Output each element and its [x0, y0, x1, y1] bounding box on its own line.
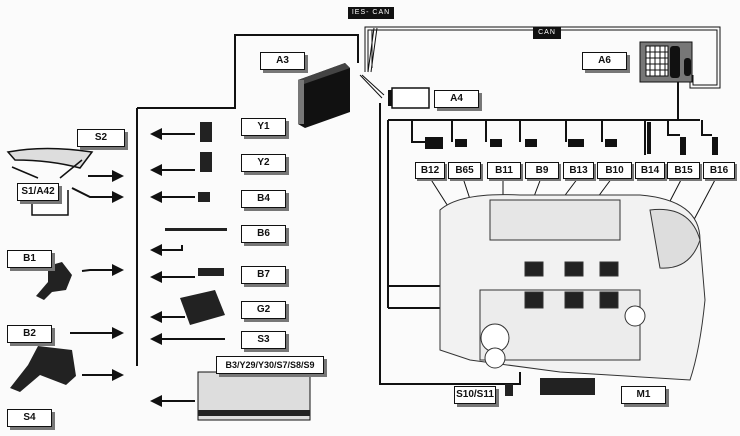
label-s2: S2	[77, 129, 125, 147]
s1-signal-line	[71, 187, 124, 203]
label-b16: B16	[703, 162, 735, 179]
label-b7: B7	[241, 266, 286, 284]
b6-sensor-icon	[165, 228, 227, 231]
engine-sensor-icons	[425, 122, 718, 155]
label-a6: A6	[582, 52, 627, 70]
label-b11: B11	[487, 162, 521, 179]
label-b1: B1	[7, 250, 52, 268]
label-b65: B65	[448, 162, 481, 179]
label-b10: B10	[597, 162, 632, 179]
b1-signal-line	[81, 264, 124, 276]
label-y1: Y1	[241, 118, 286, 136]
g2-alternator-icon	[180, 290, 225, 325]
label-s4: S4	[7, 409, 52, 427]
a6-control-unit	[639, 41, 693, 83]
label-m1: M1	[621, 386, 666, 404]
label-transmission: B3/Y29/Y30/S7/S8/S9	[216, 356, 324, 374]
label-b12: B12	[415, 162, 445, 179]
label-b2: B2	[7, 325, 52, 343]
engine-block-icon	[439, 194, 706, 381]
a4-control-unit	[391, 87, 430, 109]
label-g2: G2	[241, 301, 286, 319]
label-b14: B14	[635, 162, 665, 179]
label-b6: B6	[241, 225, 286, 243]
label-a4: A4	[434, 90, 479, 108]
label-s1-a42: S1/A42	[17, 183, 59, 201]
label-y2: Y2	[241, 154, 286, 172]
solenoid-valve-icon	[200, 122, 212, 172]
steering-wheel-icon	[6, 147, 94, 216]
s4-pedal-icon	[10, 346, 76, 392]
b7-sensor-icon	[198, 268, 224, 276]
s10-switch-icon	[505, 384, 513, 396]
label-b15: B15	[667, 162, 700, 179]
label-b9: B9	[525, 162, 559, 179]
label-s10-s11: S10/S11	[454, 386, 496, 404]
a3-control-unit	[298, 63, 350, 128]
a3-feed-line	[137, 34, 359, 109]
label-b13: B13	[563, 162, 594, 179]
b4-sensor-icon	[198, 192, 210, 202]
label-s3: S3	[241, 331, 286, 349]
ies-can-bus-tag: IES- CAN	[348, 7, 394, 19]
label-a3: A3	[260, 52, 305, 70]
m1-starter-icon	[540, 378, 595, 395]
can-bus-tag: CAN	[533, 27, 561, 39]
b1-pedal-icon	[36, 262, 72, 300]
label-b4: B4	[241, 190, 286, 208]
